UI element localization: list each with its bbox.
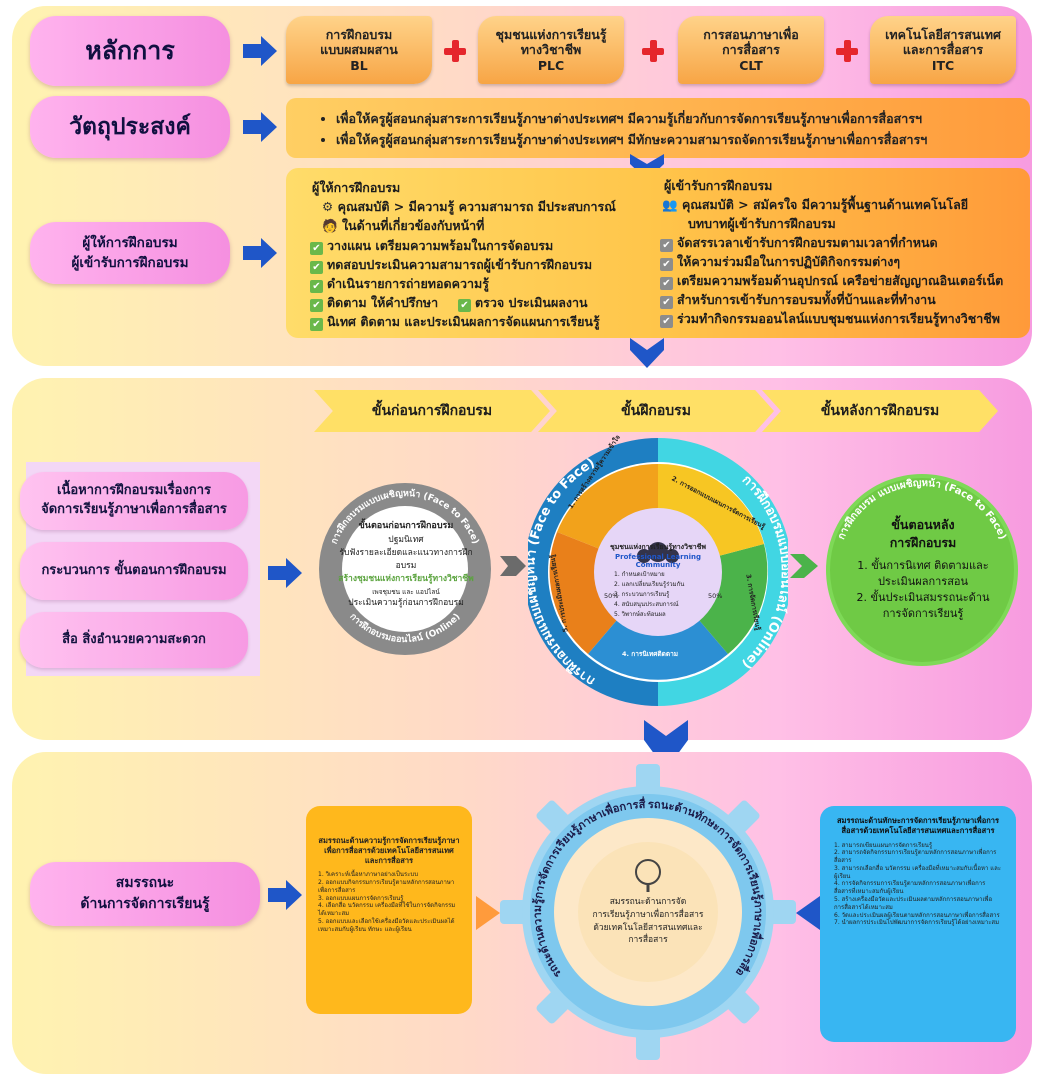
trainee-qualification-2: บทบาทผู้เข้ารับการฝึกอบรม bbox=[688, 216, 836, 231]
pre-training-content: ขั้นตอนก่อนการฝึกอบรม ปฐมนิเทศ รับฟังราย… bbox=[338, 521, 474, 608]
principle-plc: ชุมชนแห่งการเรียนรู้ ทางวิชาชีพ PLC bbox=[478, 16, 624, 84]
trainer-qualification-2: 🧑 ในด้านที่เกี่ยวข้องกับหน้าที่ bbox=[322, 218, 485, 233]
post-training-ring: การฝึกอบรม แบบเผชิญหน้า (Face to Face) bbox=[826, 474, 1018, 666]
trainee-title: ผู้เข้ารับการฝึกอบรม bbox=[664, 178, 773, 193]
process-label: กระบวนการ ขั้นตอนการฝึกอบรม bbox=[20, 542, 248, 600]
arrow-right-icon bbox=[268, 880, 302, 910]
chevron-down-icon bbox=[644, 720, 688, 770]
objectives-box: เพื่อให้ครูผู้สอนกลุ่มสาระการเรียนรู้ภาษ… bbox=[286, 98, 1030, 158]
checkbox-icon: ✔ bbox=[458, 299, 471, 312]
plus-icon bbox=[444, 40, 466, 62]
principle-itc: เทคโนโลยีสารสนเทศ และการสื่อสาร ITC bbox=[870, 16, 1016, 84]
objective-item: เพื่อให้ครูผู้สอนกลุ่มสาระการเรียนรู้ภาษ… bbox=[336, 108, 1012, 129]
trainer-title: ผู้ให้การฝึกอบรม bbox=[312, 180, 401, 195]
plc-center: ชุมชนแห่งการเรียนรู้ทางวิชาชีพ Professio… bbox=[609, 543, 707, 618]
competency-label: สมรรถนะ ด้านการจัดการเรียนรู้ bbox=[30, 862, 260, 926]
media-label: สื่อ สิ่งอำนวยความสะดวก bbox=[20, 612, 248, 668]
chevron-right-icon bbox=[790, 554, 818, 578]
person-icon: 🧑 bbox=[322, 218, 338, 233]
percent-right: 50% bbox=[708, 592, 723, 600]
checkbox-icon: ✔ bbox=[660, 315, 673, 328]
chevron-down-icon bbox=[630, 154, 664, 180]
trainee-duty: ✔สำหรับการเข้ารับการอบรมทั้งที่บ้านและที… bbox=[660, 290, 936, 310]
chevron-down-icon bbox=[630, 338, 664, 368]
arrow-left-icon bbox=[796, 896, 820, 930]
knowledge-competency-box: สมรรถนะด้านความรู้การจัดการเรียนรู้ภาษาเ… bbox=[306, 806, 472, 1014]
objective-item: เพื่อให้ครูผู้สอนกลุ่มสาระการเรียนรู้ภาษ… bbox=[336, 129, 1012, 150]
trainee-duty: ✔จัดสรรเวลาเข้ารับการฝึกอบรมตามเวลาที่กำ… bbox=[660, 233, 938, 253]
arrow-right-icon bbox=[243, 36, 277, 66]
trainer-qualification: ⚙ คุณสมบัติ > มีความรู้ ความสามารถ มีประ… bbox=[322, 199, 616, 214]
trainee-duty: ✔เตรียมความพร้อมด้านอุปกรณ์ เครือข่ายสัญ… bbox=[660, 271, 1003, 291]
arrow-right-icon bbox=[476, 896, 500, 930]
checkbox-icon: ✔ bbox=[660, 277, 673, 290]
arrow-right-icon bbox=[243, 238, 277, 268]
trainer-duty: ✔วางแผน เตรียมความพร้อมในการจัดอบรม bbox=[310, 236, 553, 256]
stage-header-main: ขั้นฝึกอบรม bbox=[538, 390, 774, 432]
trainer-duty: ✔ดำเนินรายการถ่ายทอดความรู้ bbox=[310, 274, 489, 294]
gear-center-text: สมรรถนะด้านการจัด การเรียนรู้ภาษาเพื่อกา… bbox=[592, 897, 704, 946]
pre-training-ring: การฝึกอบรมแบบเผชิญหน้า (Face to Face) กา… bbox=[319, 483, 491, 655]
principle-bl: การฝึกอบรม แบบผสมผสาน BL bbox=[286, 16, 432, 84]
checkbox-icon: ✔ bbox=[310, 242, 323, 255]
checkbox-icon: ✔ bbox=[660, 296, 673, 309]
trainee-duty: ✔ให้ความร่วมมือในการปฏิบัติกิจกรรมต่างๆ bbox=[660, 252, 900, 272]
main-training-wheel: การฝึกอบรมแบบเผชิญหน้า (Face to Face) กา… bbox=[528, 438, 788, 706]
arrow-right-icon bbox=[500, 556, 526, 576]
participants-box bbox=[286, 168, 1030, 338]
percent-left: 50% bbox=[604, 592, 619, 600]
stage-header-pre: ขั้นก่อนการฝึกอบรม bbox=[314, 390, 550, 432]
principles-label: หลักการ bbox=[30, 16, 230, 86]
checkbox-icon: ✔ bbox=[310, 299, 323, 312]
gear-icon: ⚙ bbox=[322, 199, 334, 214]
content-label: เนื้อหาการฝึกอบรมเรื่องการ จัดการเรียนรู… bbox=[20, 472, 248, 530]
plus-icon bbox=[642, 40, 664, 62]
participants-label: ผู้ให้การฝึกอบรม ผู้เข้ารับการฝึกอบรม bbox=[30, 222, 230, 284]
trainer-duty: ✔ทดสอบประเมินความสามารถผู้เข้ารับการฝึกอ… bbox=[310, 255, 592, 275]
plus-icon bbox=[836, 40, 858, 62]
trainer-duty: ✔ตรวจ ประเมินผลงาน bbox=[458, 293, 588, 313]
wheel-segment-4: 4. การนิเทศติดตาม bbox=[622, 650, 679, 658]
trainee-duty: ✔ร่วมทำกิจกรรมออนไลน์แบบชุมชนแห่งการเรีย… bbox=[660, 309, 1000, 329]
checkbox-icon: ✔ bbox=[660, 239, 673, 252]
arrow-right-icon bbox=[268, 558, 302, 588]
principle-clt: การสอนภาษาเพื่อ การสื่อสาร CLT bbox=[678, 16, 824, 84]
trainer-duty: ✔ติดตาม ให้คำปรึกษา bbox=[310, 293, 438, 313]
checkbox-icon: ✔ bbox=[310, 318, 323, 331]
gear-icon: สมรรถนะด้านความรู้การจัดการเรียนรู้ภาษาเ… bbox=[498, 762, 796, 1060]
checkbox-icon: ✔ bbox=[310, 261, 323, 274]
checkbox-icon: ✔ bbox=[660, 258, 673, 271]
people-icon: 👥 bbox=[662, 197, 678, 212]
post-training-content: ขั้นตอนหลัง การฝึกอบรม 1. ขั้นการนิเทศ ต… bbox=[856, 517, 990, 621]
skill-competency-box: สมรรถนะด้านทักษะการจัดการเรียนรู้ภาษาเพื… bbox=[820, 806, 1016, 1042]
trainee-qualification: 👥 คุณสมบัติ > สมัครใจ มีความรู้พื้นฐานด้… bbox=[662, 197, 969, 212]
arrow-right-icon bbox=[243, 112, 277, 142]
checkbox-icon: ✔ bbox=[310, 280, 323, 293]
stage-header-post: ขั้นหลังการฝึกอบรม bbox=[762, 390, 998, 432]
trainer-duty: ✔นิเทศ ติดตาม และประเมินผลการจัดแผนการเร… bbox=[310, 312, 600, 332]
objectives-label: วัตถุประสงค์ bbox=[30, 96, 230, 158]
